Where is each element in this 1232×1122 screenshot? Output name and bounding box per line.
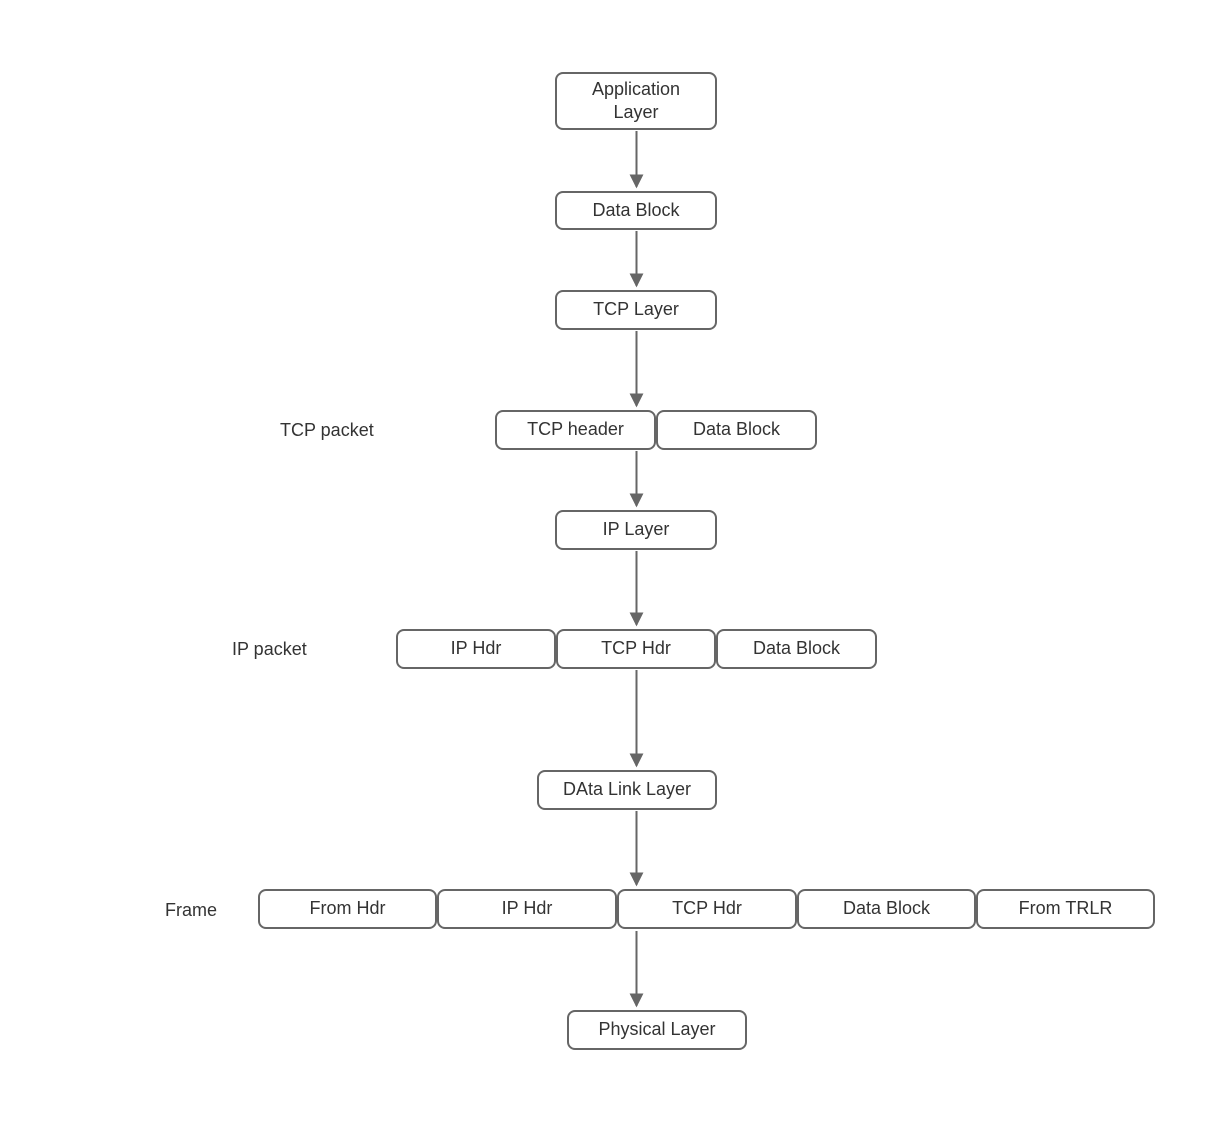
node-data-block: Data Block [797, 889, 976, 929]
node-application-layer: Application Layer [555, 72, 717, 130]
row-label-ip-packet: IP packet [232, 639, 307, 659]
node-data-link-layer: DAta Link Layer [537, 770, 717, 810]
node-tcp-layer: TCP Layer [555, 290, 717, 330]
node-tcp-hdr: TCP Hdr [617, 889, 797, 929]
row-label-frame: Frame [165, 900, 218, 920]
node-ip-hdr: IP Hdr [437, 889, 617, 929]
node-ip-hdr: IP Hdr [396, 629, 556, 669]
node-from-hdr: From Hdr [258, 889, 437, 929]
node-from-trlr: From TRLR [976, 889, 1155, 929]
node-data-block: Data Block [656, 410, 817, 450]
node-tcp-hdr: TCP Hdr [556, 629, 716, 669]
node-physical-layer: Physical Layer [567, 1010, 747, 1050]
node-ip-layer: IP Layer [555, 510, 717, 550]
node-data-block: Data Block [716, 629, 877, 669]
node-tcp-header: TCP header [495, 410, 656, 450]
row-label-tcp-packet: TCP packet [280, 420, 374, 440]
node-data-block: Data Block [555, 191, 717, 230]
